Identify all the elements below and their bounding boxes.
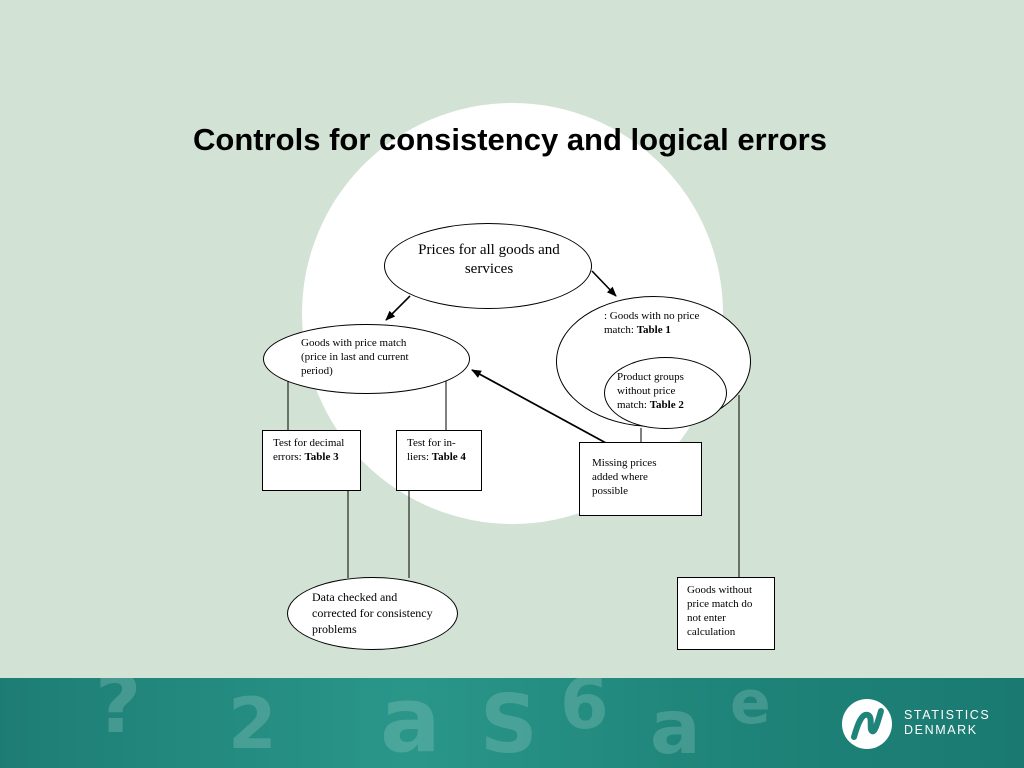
node-product-groups-label: Product groups without price match: Tabl…	[617, 370, 705, 412]
node-test-decimal-errors: Test for decimal errors: Table 3	[262, 430, 361, 491]
node-data-checked: Data checked and corrected for consisten…	[287, 577, 458, 650]
node-goods-without-price-match: Goods without price match do not enter c…	[677, 577, 775, 650]
decimal-table: Table 3	[304, 451, 339, 463]
brand-line-2: DENMARK	[904, 723, 978, 737]
node-goods-with-price-match: Goods with price match (price in last an…	[263, 324, 470, 394]
decorative-glyph: S	[480, 678, 538, 768]
decimal-text: Test for decimal errors:	[273, 437, 345, 463]
product-groups-text: Product groups without price match:	[617, 371, 684, 411]
page-title: Controls for consistency and logical err…	[193, 122, 827, 157]
arrow-to-goods-match	[385, 295, 411, 321]
node-prices-all-goods-label: Prices for all goods and services	[418, 242, 560, 277]
inliers-text: Test for in-liers:	[407, 437, 456, 463]
brand-name: STATISTICS DENMARK	[904, 708, 990, 738]
node-missing-prices: Missing prices added where possible	[579, 442, 702, 516]
node-missing-prices-label: Missing prices added where possible	[592, 457, 657, 497]
decorative-glyph: ?	[95, 678, 142, 751]
product-groups-table: Table 2	[649, 399, 684, 411]
brand-line-1: STATISTICS	[904, 708, 991, 722]
node-test-inliers: Test for in-liers: Table 4	[396, 430, 482, 491]
decorative-glyph: a	[650, 683, 701, 768]
decorative-glyph: e	[730, 678, 771, 738]
node-goods-no-price-match-label: : Goods with no price match: Table 1	[604, 309, 702, 337]
goods-no-match-text: : Goods with no price match:	[604, 310, 700, 336]
decorative-glyph: 6	[560, 678, 609, 745]
node-test-inliers-label: Test for in-liers: Table 4	[407, 436, 473, 464]
decorative-glyph: a	[380, 678, 441, 768]
node-prices-all-goods: Prices for all goods and services	[384, 223, 592, 309]
statistics-denmark-logo-icon	[842, 699, 892, 749]
node-goods-without-price-match-label: Goods without price match do not enter c…	[687, 584, 753, 638]
inliers-table: Table 4	[431, 451, 466, 463]
arrow-to-goods-no-match	[591, 270, 617, 297]
node-test-decimal-errors-label: Test for decimal errors: Table 3	[273, 436, 357, 464]
node-product-groups: Product groups without price match: Tabl…	[604, 357, 727, 429]
node-goods-with-price-match-label: Goods with price match (price in last an…	[301, 337, 409, 377]
decorative-glyph: 2	[228, 683, 277, 765]
arrow-missing-to-goods-match	[471, 369, 607, 444]
goods-no-match-table: Table 1	[636, 324, 671, 336]
node-data-checked-label: Data checked and corrected for consisten…	[312, 590, 433, 636]
